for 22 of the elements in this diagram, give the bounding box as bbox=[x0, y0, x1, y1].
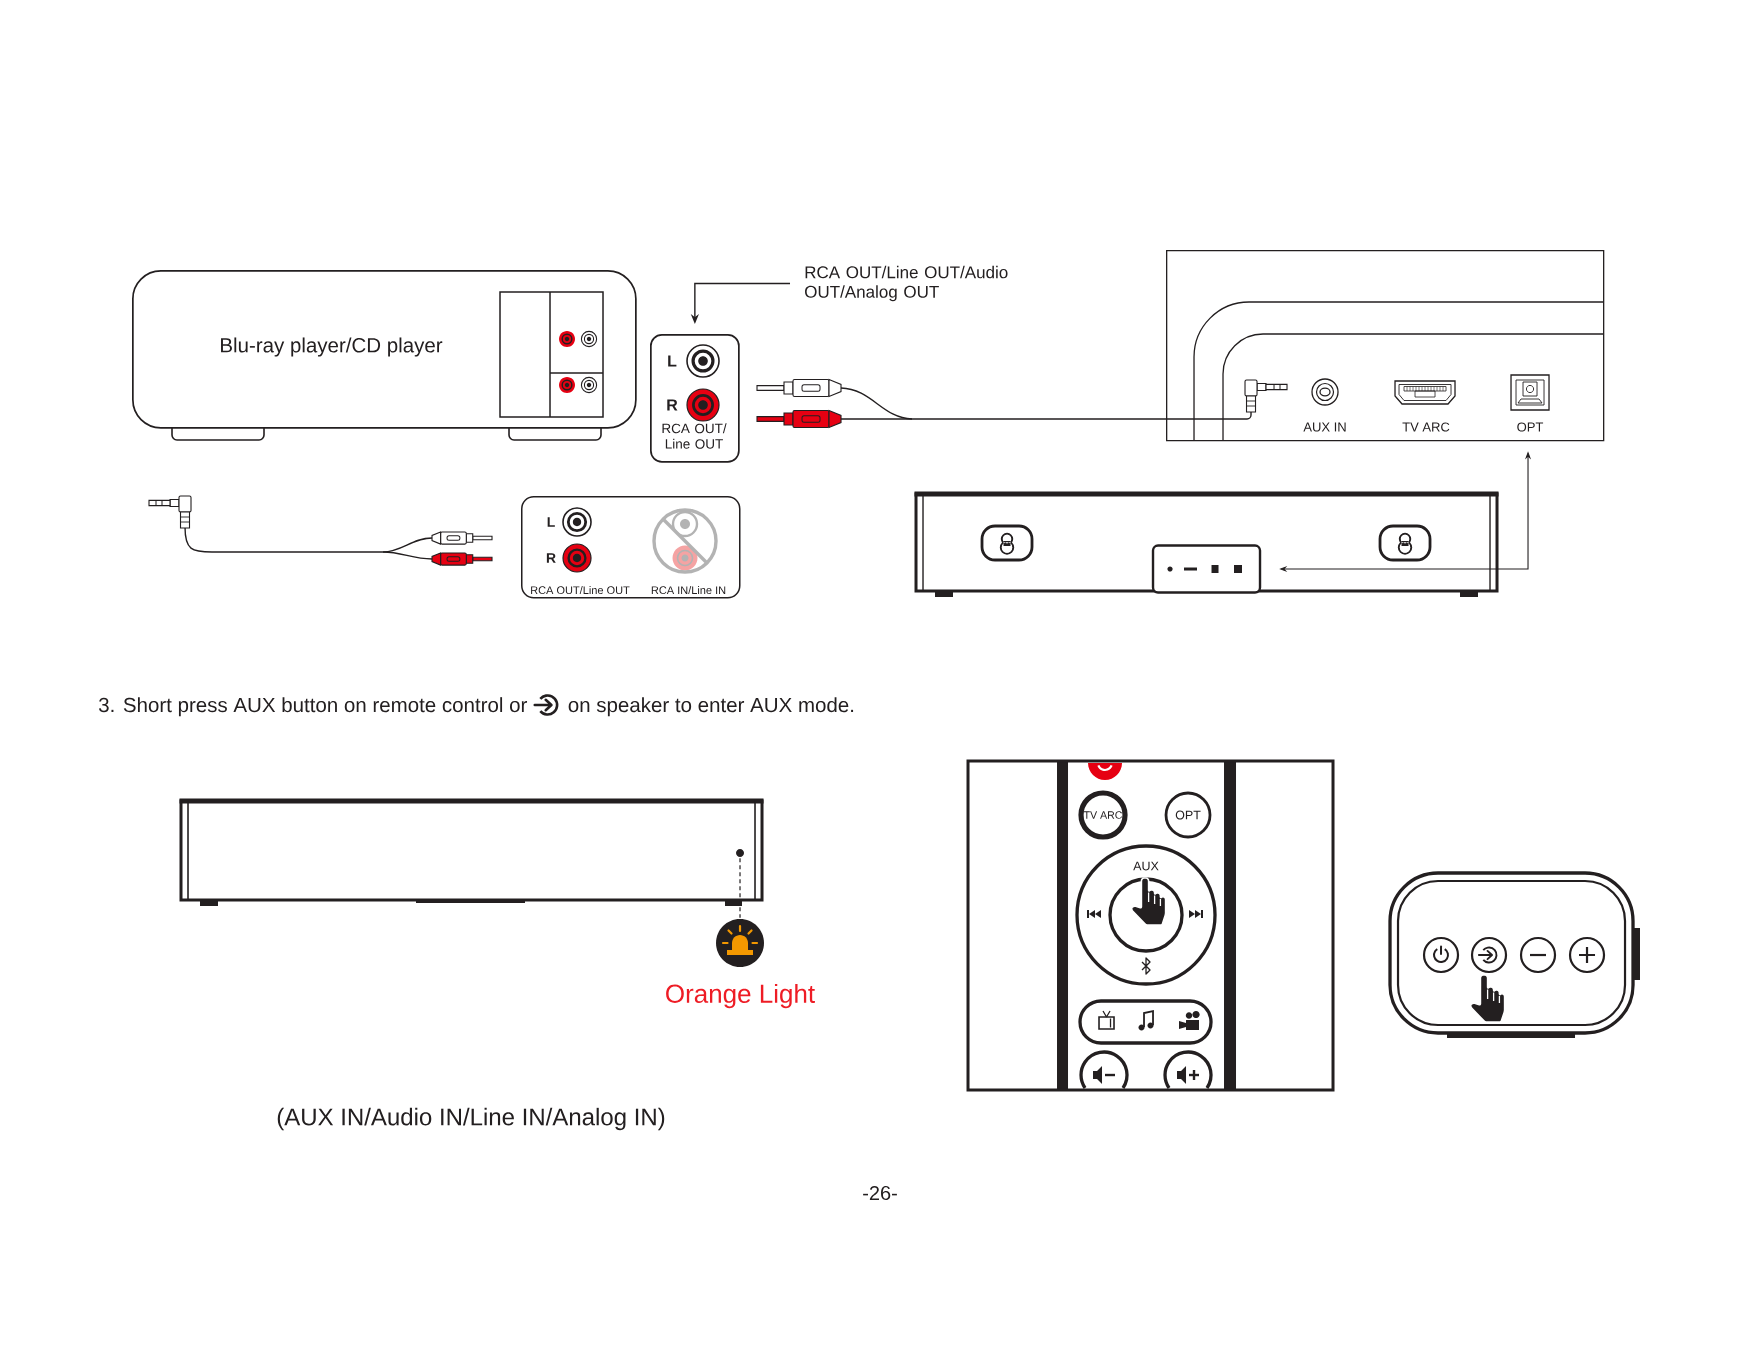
jack-caption: RCA IN/Line IN bbox=[651, 585, 726, 595]
jack-caption: RCA OUT/ Line OUT bbox=[662, 423, 727, 449]
jack-caption: RCA OUT/Line OUT bbox=[531, 585, 630, 595]
source-button: OPT bbox=[1164, 791, 1212, 839]
source-button: TV ARC bbox=[1078, 790, 1128, 840]
player-box: Blu-ray player/CD player bbox=[132, 270, 637, 441]
port-label: TV ARC bbox=[1402, 422, 1450, 432]
callout-text: RCA OUT/Line OUT/Audio OUT/Analog OUT bbox=[805, 265, 1008, 302]
channel-label: L bbox=[668, 355, 677, 367]
port-label: OPT bbox=[1517, 422, 1544, 432]
leader-line bbox=[739, 857, 741, 919]
page-number: -26- bbox=[863, 1185, 897, 1201]
instruction-text: on speaker to enter AUX mode. bbox=[568, 697, 854, 717]
channel-label: L bbox=[547, 517, 555, 527]
control-ring: AUX bbox=[1075, 844, 1217, 986]
channel-label: R bbox=[546, 553, 556, 563]
instruction-text: 3. Short press AUX button on remote control or bbox=[99, 697, 527, 717]
light-caption: Orange Light bbox=[666, 983, 815, 1009]
caption-text: (AUX IN/Audio IN/Line IN/Analog IN) bbox=[277, 1107, 665, 1131]
connector-panel bbox=[1151, 544, 1262, 594]
port-label: AUX IN bbox=[1303, 422, 1346, 432]
channel-label: R bbox=[667, 399, 678, 411]
